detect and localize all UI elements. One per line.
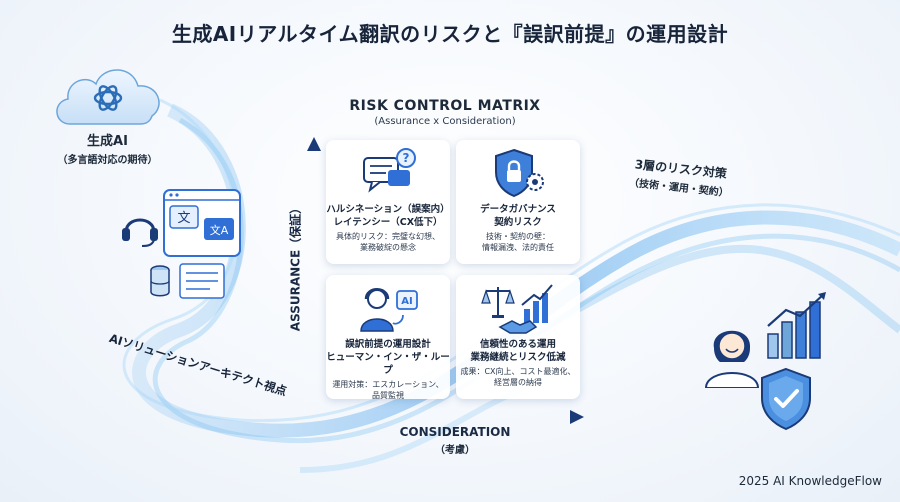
card-human-in-the-loop: AI 誤訳前提の運用設計 ヒューマン・イン・ザ・ループ 運用対策：エスカレーショ…	[326, 275, 450, 400]
chat-question-icon: ?	[363, 148, 416, 193]
x-axis-sublabel: （考慮）	[435, 445, 475, 456]
scale-growth-icons	[481, 284, 553, 334]
card-title-line1: 誤訳前提の運用設計	[345, 339, 431, 350]
card-title-line1: ハルシネーション（誤案内）	[326, 204, 450, 215]
scale-icon	[481, 287, 515, 318]
person-icon	[704, 330, 760, 388]
cloud-ai-icon	[56, 69, 160, 125]
cloud-label: 生成AI	[87, 134, 128, 149]
database-icon	[150, 263, 225, 299]
card-desc-line1: 具体的リスク：完璧な幻想、	[336, 232, 440, 241]
x-axis-label: CONSIDERATION	[399, 425, 511, 439]
card-title-line1: 信頼性のある運用	[479, 339, 556, 350]
matrix-title: RISK CONTROL MATRIX	[349, 98, 541, 114]
operator-icon: AI	[360, 288, 418, 332]
shield-check-icon	[761, 367, 811, 431]
card-title-line2: ヒューマン・イン・ザ・ループ	[326, 352, 450, 376]
bar-chart-icon	[767, 292, 826, 359]
cloud-label-group: 生成AI （多言語対応の期待）	[40, 130, 175, 166]
footer-credit: 2025 AI KnowledgeFlow	[738, 474, 882, 488]
translation-window-icon: 文 文A	[163, 189, 241, 257]
y-axis-label: ASSURANCE（保証）	[288, 201, 303, 332]
growth-chart-icon	[521, 284, 553, 323]
cloud-sublabel: （多言語対応の期待）	[57, 155, 158, 166]
card-desc-line2: 品質監視	[372, 391, 404, 400]
headset-icon	[122, 218, 158, 247]
matrix-axes	[307, 137, 584, 424]
card-desc-line1: 運用対策：エスカレーション、	[332, 380, 444, 389]
card-desc-line2: 経営層の納得	[494, 378, 542, 387]
handshake-icon	[498, 320, 538, 334]
matrix-heading: RISK CONTROL MATRIX (Assurance x Conside…	[320, 98, 570, 127]
card-desc-line1: 成果：CX向上、コスト最適化、	[460, 367, 576, 376]
card-title-line2: レイテンシー（CX低下）	[333, 217, 443, 228]
translate-glyph: 文	[177, 211, 190, 226]
card-hallucination-latency: ? ハルシネーション（誤案内） レイテンシー（CX低下） 具体的リスク：完璧な幻…	[326, 140, 450, 264]
matrix-subtitle: (Assurance x Consideration)	[374, 116, 516, 127]
card-title-line2: 業務継続とリスク低減	[470, 352, 566, 363]
card-data-governance: データガバナンス 契約リスク 技術・契約の壁： 情報漏洩、法的責任	[456, 140, 580, 264]
card-desc-line1: 技術・契約の壁：	[486, 232, 550, 241]
card-title-line2: 契約リスク	[494, 217, 542, 228]
card-desc-line2: 情報漏洩、法的責任	[482, 243, 554, 252]
card-desc-line2: 業務破綻の懸念	[360, 243, 416, 252]
card-reliable-operation: 信頼性のある運用 業務継続とリスク低減 成果：CX向上、コスト最適化、 経営層の…	[456, 275, 580, 399]
gear-icon	[526, 173, 544, 191]
page-title: 生成AIリアルタイム翻訳のリスクと『誤訳前提』の運用設計	[171, 22, 729, 46]
card-title-line1: データガバナンス	[480, 204, 556, 215]
translate-latin-glyph: 文A	[210, 223, 229, 237]
shield-lock-icon	[495, 148, 544, 198]
svg-text:?: ?	[403, 151, 410, 165]
x-axis-label-group: CONSIDERATION （考慮）	[340, 425, 570, 456]
ai-badge: AI	[401, 296, 412, 307]
